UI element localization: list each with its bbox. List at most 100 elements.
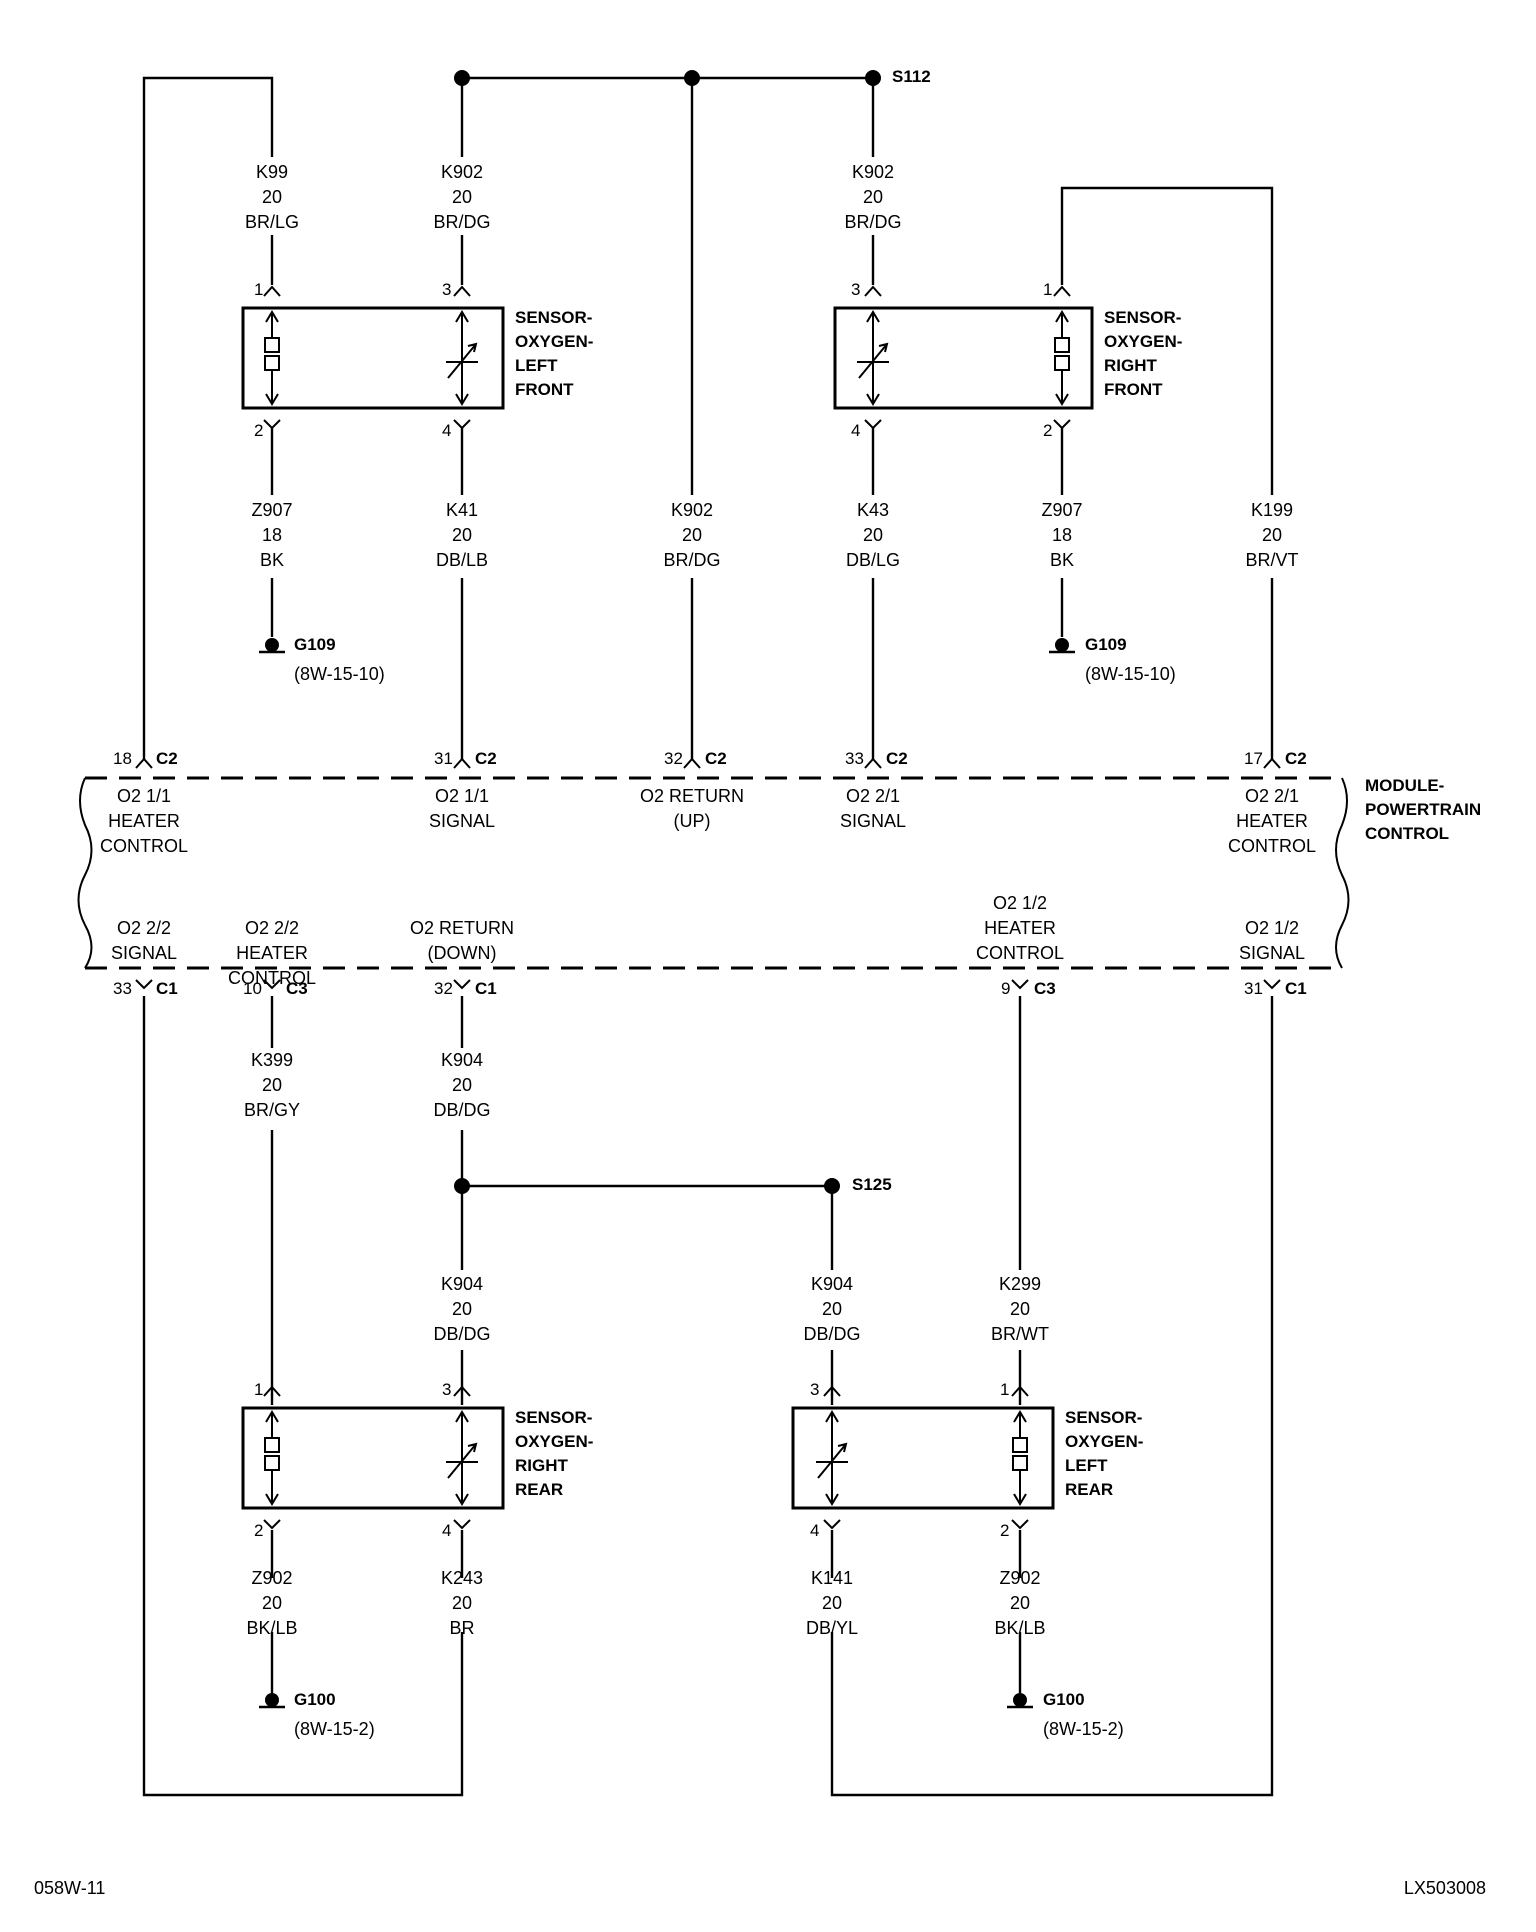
wire-label-k43: K43 — [857, 500, 889, 520]
sensor-label: SENSOR- — [1065, 1408, 1142, 1427]
connector-pin-icon — [823, 1385, 841, 1397]
sensor-label: SENSOR- — [515, 1408, 592, 1427]
connector-label: C2 — [156, 749, 178, 768]
pin-label: 2 — [254, 421, 263, 440]
ground-label: G109 — [294, 635, 336, 654]
connector-pin-icon — [864, 285, 882, 297]
sensor-label: RIGHT — [515, 1456, 569, 1475]
wire-label-k243: BR — [449, 1618, 474, 1638]
ground-icon — [1055, 638, 1069, 652]
heater-element-icon — [1012, 1410, 1028, 1506]
ground-ref: (8W-15-2) — [294, 1719, 375, 1739]
module-label: CONTROL — [1365, 824, 1449, 843]
function-label: O2 1/1 — [117, 786, 171, 806]
pin-label: 32 — [434, 979, 453, 998]
connector-pin-icon — [263, 285, 281, 297]
ground-g100-right: G100 (8W-15-2) — [1007, 1690, 1124, 1739]
wire-label-k41: 20 — [452, 525, 472, 545]
wire-label-k243: 20 — [452, 1593, 472, 1613]
connector-pin-icon — [453, 1519, 471, 1530]
function-label: O2 1/2 — [993, 893, 1047, 913]
pin-label: 9 — [1001, 979, 1010, 998]
ground-icon — [265, 638, 279, 652]
wire-label-k904: DB/DG — [433, 1324, 490, 1344]
connector-label: C1 — [156, 979, 178, 998]
function-label: O2 2/2 — [117, 918, 171, 938]
pin-label: 1 — [1000, 1380, 1009, 1399]
wire-label-k904: DB/DG — [433, 1100, 490, 1120]
connector-pin-icon — [1053, 285, 1071, 297]
function-label: O2 RETURN — [640, 786, 744, 806]
splice-dot — [454, 70, 470, 86]
wire-label-k41: K41 — [446, 500, 478, 520]
connector-pin-icon — [1263, 979, 1281, 990]
splice-dot-s112 — [865, 70, 881, 86]
wire-label-k399: 20 — [262, 1075, 282, 1095]
sensor-label: FRONT — [1104, 380, 1163, 399]
sensor-left-rear: 3 1 4 2 SENSOR- OXYGEN- LEFT REAR — [791, 1380, 1143, 1540]
connector-pin-icon — [263, 1385, 281, 1397]
connector-label: C2 — [705, 749, 727, 768]
heater-element-icon — [1054, 310, 1070, 406]
ground-label: G100 — [1043, 1690, 1085, 1709]
pin-label: 17 — [1244, 749, 1263, 768]
wire-label-z907: BK — [260, 550, 284, 570]
wire-label-k399: BR/GY — [244, 1100, 300, 1120]
wire-label-k902: 20 — [452, 187, 472, 207]
wire-k99 — [142, 76, 274, 760]
variable-resistor-icon — [816, 1410, 848, 1506]
connector-pin-icon — [683, 757, 701, 769]
module-label: MODULE- — [1365, 776, 1444, 795]
connector-pin-icon — [453, 285, 471, 297]
module-boundary-right — [1335, 777, 1350, 969]
module-label: POWERTRAIN — [1365, 800, 1481, 819]
wire-labels: K99 20 BR/LG K902 20 BR/DG K902 20 BR/DG… — [244, 162, 1299, 1638]
connector-pin-icon — [263, 979, 281, 990]
function-label: SIGNAL — [429, 811, 495, 831]
function-label: (UP) — [674, 811, 711, 831]
wire-label-k99: 20 — [262, 187, 282, 207]
connector-label: C2 — [1285, 749, 1307, 768]
sensor-label: OXYGEN- — [1065, 1432, 1143, 1451]
pin-label: 1 — [1043, 280, 1052, 299]
pin-label: 33 — [845, 749, 864, 768]
connector-label: C2 — [886, 749, 908, 768]
wire-label-k141: 20 — [822, 1593, 842, 1613]
pin-label: 3 — [810, 1380, 819, 1399]
function-label: HEATER — [108, 811, 180, 831]
ground-ref: (8W-15-10) — [1085, 664, 1176, 684]
heater-element-icon — [264, 1410, 280, 1506]
sensor-right-rear: 1 3 2 4 SENSOR- OXYGEN- RIGHT REAR — [241, 1380, 593, 1540]
ground-g109-left: G109 (8W-15-10) — [259, 635, 385, 684]
sensor-left-front: 1 3 2 4 SENSOR- OXYGEN- LEFT FRONT — [241, 280, 593, 440]
function-label: HEATER — [1236, 811, 1308, 831]
wire-k199 — [1060, 186, 1274, 495]
variable-resistor-icon — [446, 1410, 478, 1506]
pin-label: 3 — [442, 280, 451, 299]
wires-top — [142, 76, 1274, 760]
wire-label-k243: K243 — [441, 1568, 483, 1588]
sensor-label: OXYGEN- — [515, 332, 593, 351]
splice-dot — [684, 70, 700, 86]
pin-label: 32 — [664, 749, 683, 768]
figure-id: LX503008 — [1404, 1878, 1486, 1898]
function-label: O2 RETURN — [410, 918, 514, 938]
wires-bottom — [142, 996, 1274, 1797]
wire-label-k904: K904 — [441, 1050, 483, 1070]
wire-label-k902: K902 — [441, 162, 483, 182]
pin-label: 4 — [442, 1521, 451, 1540]
pcm-top-pins: 18 C2 31 C2 32 C2 33 C2 17 C2 — [113, 749, 1307, 769]
wire-label-z907: 18 — [1052, 525, 1072, 545]
ground-icon — [265, 1693, 279, 1707]
connector-label: C3 — [286, 979, 308, 998]
wire-label-k902: 20 — [863, 187, 883, 207]
ground-label: G109 — [1085, 635, 1127, 654]
pcm-bottom-functions: O2 2/2 SIGNAL O2 2/2 HEATER CONTROL O2 R… — [111, 893, 1305, 988]
sensor-label: SENSOR- — [1104, 308, 1181, 327]
function-label: (DOWN) — [428, 943, 497, 963]
function-label: O2 1/1 — [435, 786, 489, 806]
sensor-box — [241, 306, 505, 410]
connector-label: C2 — [475, 749, 497, 768]
wire-label-k902: 20 — [682, 525, 702, 545]
